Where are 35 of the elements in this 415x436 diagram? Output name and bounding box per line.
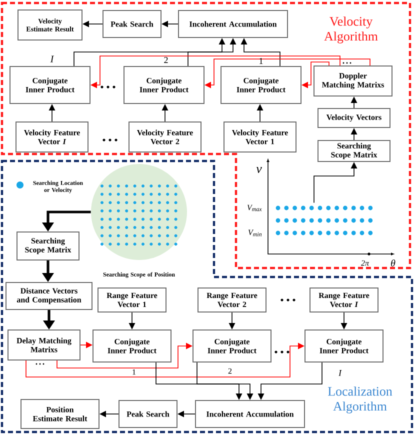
arrow bbox=[340, 312, 348, 330]
arrow bbox=[256, 104, 264, 122]
arrow bbox=[228, 312, 236, 330]
arrow bbox=[302, 62, 330, 88]
arrow bbox=[350, 96, 358, 108]
scope-circle bbox=[91, 164, 187, 260]
arrow bbox=[258, 362, 322, 400]
arrow bbox=[48, 104, 56, 122]
index-label: 2 bbox=[164, 57, 168, 63]
arrow bbox=[314, 162, 358, 204]
arrow bbox=[196, 362, 254, 400]
arrow bbox=[42, 210, 91, 232]
arrow bbox=[240, 38, 280, 66]
arrow bbox=[43, 310, 55, 330]
arrow bbox=[350, 128, 358, 140]
arrow bbox=[128, 312, 136, 330]
dot-grid bbox=[276, 206, 373, 236]
axis-label: θ bbox=[391, 259, 396, 267]
index-label: I bbox=[50, 56, 54, 62]
index-label: 1 bbox=[260, 58, 263, 64]
arrow bbox=[204, 58, 370, 88]
arrow bbox=[90, 56, 340, 88]
arrow bbox=[156, 362, 242, 400]
arrow bbox=[100, 410, 119, 418]
arrow bbox=[162, 104, 168, 122]
arrow bbox=[188, 38, 236, 66]
arrow bbox=[178, 410, 196, 418]
arrow bbox=[82, 20, 103, 28]
axis-label: v bbox=[256, 166, 262, 174]
arrow bbox=[74, 38, 226, 66]
arrow bbox=[56, 342, 192, 368]
arrow bbox=[42, 260, 54, 282]
arrow bbox=[162, 20, 178, 28]
arrow bbox=[26, 342, 304, 378]
arrow bbox=[80, 342, 92, 348]
